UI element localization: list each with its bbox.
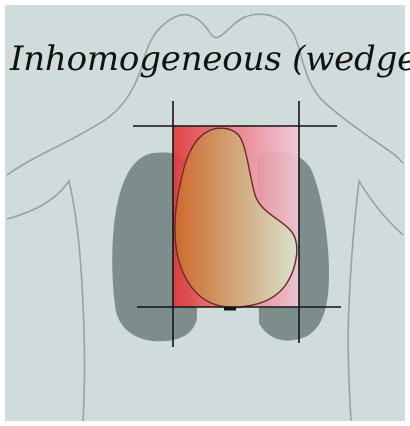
diagram-title: Inhomogeneous (wedge) (10, 42, 405, 76)
